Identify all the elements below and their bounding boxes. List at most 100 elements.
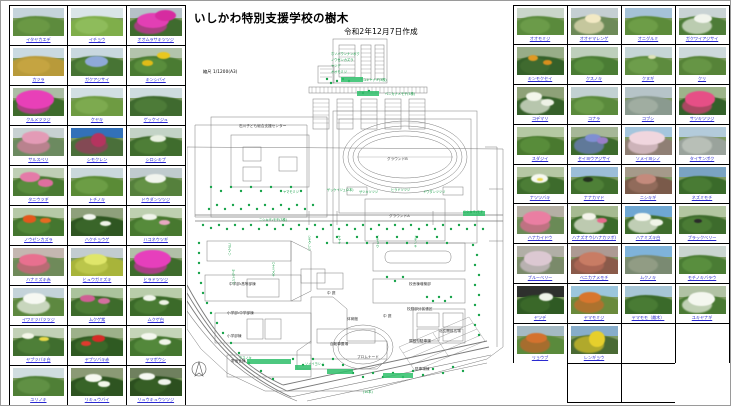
map-facility-label: グラウンドA	[389, 214, 410, 218]
plant-name-label: イワミツバツツジ	[21, 316, 55, 322]
plant-name-label: サツキツツジ	[689, 115, 715, 121]
plant-photo-cell: ブラックベリー	[674, 203, 730, 245]
photo-bloom	[145, 173, 166, 183]
photo-foliage-highlight	[628, 57, 659, 74]
plant-photo-cell: シモクレン	[67, 124, 127, 166]
photo-bloom	[38, 179, 53, 187]
plant-photo-cell: ユリノキ	[8, 364, 69, 405]
campus-map-drawing	[187, 38, 504, 402]
plant-photo	[129, 207, 182, 236]
photo-bloom	[143, 295, 156, 302]
photo-sky	[71, 47, 123, 59]
plant-photo	[71, 127, 123, 156]
plant-name-label: スダジイ	[531, 155, 549, 161]
plant-photo-cell: ソメイヨシノ	[620, 123, 676, 165]
plant-photo-cell: ガクワイアジサイ	[674, 4, 730, 46]
photo-sky	[12, 7, 65, 19]
photo-sky	[129, 127, 182, 139]
plant-name-label: シモクレン	[86, 156, 108, 162]
plant-name-label: オニグルミ	[637, 36, 659, 42]
map-tree-label: ハナミズキ	[271, 261, 275, 277]
photo-sky	[129, 87, 182, 99]
plant-photo-cell: タイサンボク	[674, 123, 730, 165]
photo-bloom	[21, 131, 49, 144]
photo-sky	[624, 47, 672, 58]
plant-name-label: レンギョウ	[583, 354, 605, 360]
plant-photo	[570, 87, 618, 115]
plant-photo	[516, 47, 564, 76]
photo-sky	[678, 246, 726, 257]
plant-photo	[516, 246, 564, 275]
plant-name-label: カツラ	[32, 76, 45, 82]
plant-photo	[570, 286, 618, 314]
plant-photo-cell: ハコネウツギ	[125, 204, 186, 246]
plant-photo	[71, 47, 123, 76]
plant-photo	[678, 246, 726, 275]
photo-bloom	[596, 217, 608, 224]
photo-bloom	[635, 173, 657, 184]
plant-name-label: ハナミズキ赤	[26, 276, 51, 282]
plant-photo-cell: ノウゼンカズラ	[8, 204, 69, 246]
map-facility-label: 体育館	[347, 317, 358, 321]
photo-bloom	[694, 13, 713, 24]
plant-photo	[570, 206, 618, 235]
plant-photo	[129, 247, 182, 276]
photo-bloom	[527, 55, 539, 62]
plant-photo-cell: レンギョウ	[566, 322, 622, 364]
photo-bloom	[694, 218, 702, 223]
plant-photo	[678, 166, 726, 195]
plant-name-label: コナラ	[587, 115, 601, 121]
plant-photo	[516, 126, 564, 155]
map-facility-label: 中学部・高等部棟	[229, 282, 256, 286]
photo-bloom	[80, 294, 95, 303]
map-tree-label: ベニカナメモチ(5株)	[385, 92, 416, 96]
plant-photo	[678, 206, 726, 235]
map-tree-label: ホソバウンナンボク	[331, 52, 360, 56]
plant-photo	[624, 47, 672, 76]
plant-photo-cell: イタヤカエデ	[8, 4, 69, 46]
plant-photo	[516, 286, 564, 314]
photo-sky	[624, 206, 672, 218]
photo-sky	[570, 7, 618, 19]
photo-sky	[570, 206, 618, 218]
plant-photo	[678, 7, 726, 36]
photo-sky	[624, 166, 672, 178]
map-facility-label: 小学部・中学部棟	[227, 311, 254, 315]
photo-sky	[129, 287, 182, 299]
plant-name-label: セイヨウアジサイ	[577, 155, 611, 161]
photo-sky	[624, 87, 672, 98]
plant-photo-cell: スダジイ	[512, 123, 568, 165]
plant-name-label: ヤブツバキ赤	[84, 356, 110, 362]
plant-photo	[12, 327, 65, 356]
photo-sky	[71, 327, 123, 339]
map-tree-label: サルスベリ	[231, 269, 235, 285]
photo-sky	[624, 286, 672, 297]
plant-photo	[71, 7, 123, 36]
plant-photo-cell: シロシキブ	[125, 124, 186, 166]
photo-bloom	[523, 210, 552, 225]
plant-photo-cell: ヤブツバキ白	[8, 324, 69, 366]
map-facility-label: グラウンドB	[387, 157, 408, 161]
photo-sky	[678, 206, 726, 218]
photo-foliage-highlight	[16, 378, 50, 395]
plant-name-label: イチョウ	[88, 36, 106, 42]
plant-name-label: ヤマモモ（雌木）	[631, 314, 665, 320]
plant-name-label: ドウダンツツジ	[141, 196, 170, 202]
photo-bloom	[157, 378, 172, 386]
plant-photo-cell: ゲッケイジュ	[125, 84, 186, 126]
map-tree-label: クスノキ	[239, 356, 252, 360]
photo-bloom	[15, 90, 54, 109]
plant-photo-cell: コブシ	[620, 84, 676, 125]
photo-sky	[71, 247, 123, 259]
map-tree-label: ソメイヨシノ	[305, 362, 325, 366]
photo-sky	[516, 126, 564, 138]
map-tree-label: ヤマモミジ	[283, 190, 299, 194]
photo-bloom	[98, 297, 111, 304]
photo-sky	[516, 87, 564, 98]
photo-bloom	[83, 253, 108, 266]
photo-sky	[12, 247, 65, 259]
plant-name-label: ナナカマド	[583, 195, 605, 201]
photo-bloom	[685, 90, 716, 107]
photo-bloom	[537, 177, 543, 181]
